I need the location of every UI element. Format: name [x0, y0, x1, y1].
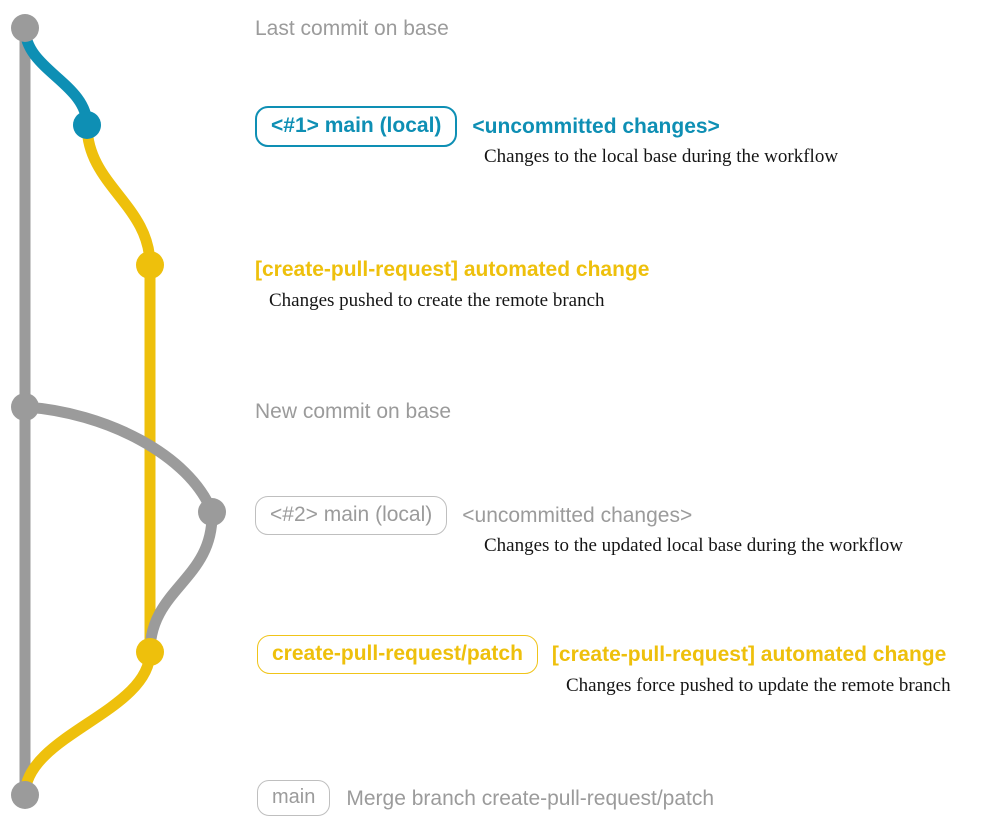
- edge-basenew-to-local2: [19, 401, 218, 518]
- commit-node-local-1[interactable]: [73, 111, 101, 139]
- commit-subject: <uncommitted changes>: [462, 503, 693, 527]
- edge-local1-to-patch1: [81, 119, 156, 271]
- commit-node-patch-1[interactable]: [136, 251, 164, 279]
- ref-badge-main[interactable]: main: [257, 780, 331, 816]
- commit-row-patch-1: [create-pull-request] automated change: [255, 255, 649, 283]
- commit-row-patch-2: create-pull-request/patch [create-pull-r…: [257, 634, 947, 674]
- edge-base-to-local1: [19, 22, 93, 131]
- commit-subject: Last commit on base: [255, 16, 449, 40]
- commit-row-base-new: New commit on base: [255, 397, 451, 425]
- commit-row-base-last: Last commit on base: [255, 14, 449, 42]
- commit-node-patch-2[interactable]: [136, 638, 164, 666]
- commit-subject: Merge branch create-pull-request/patch: [346, 786, 715, 810]
- commit-row-merge: main Merge branch create-pull-request/pa…: [257, 780, 715, 816]
- edge-patch2-to-merge: [19, 646, 156, 801]
- commit-node-merge[interactable]: [11, 781, 39, 809]
- commit-graph: [11, 14, 226, 809]
- commit-node-base-last[interactable]: [11, 14, 39, 42]
- edge-local2-to-patch2: [144, 506, 218, 658]
- commit-subject: New commit on base: [255, 399, 452, 423]
- commit-node-local-2[interactable]: [198, 498, 226, 526]
- commit-description: Changes to the updated local base during…: [484, 535, 903, 556]
- commit-description: Changes force pushed to update the remot…: [566, 675, 951, 696]
- ref-badge-create-pull-request-patch[interactable]: create-pull-request/patch: [257, 634, 538, 674]
- ref-badge-main-local-2[interactable]: <#2> main (local): [255, 495, 448, 535]
- ref-badge-main-local-1[interactable]: <#1> main (local): [255, 105, 458, 147]
- commit-subject: <uncommitted changes>: [472, 114, 720, 138]
- commit-row-local-1: <#1> main (local) <uncommitted changes>: [255, 105, 720, 147]
- commit-description: Changes to the local base during the wor…: [484, 146, 839, 167]
- commit-subject: [create-pull-request] automated change: [255, 257, 650, 281]
- commit-subject: [create-pull-request] automated change: [551, 642, 947, 666]
- commit-row-local-2: <#2> main (local) <uncommitted changes>: [255, 495, 693, 535]
- commit-node-base-new[interactable]: [11, 393, 39, 421]
- commit-description: Changes pushed to create the remote bran…: [269, 290, 605, 311]
